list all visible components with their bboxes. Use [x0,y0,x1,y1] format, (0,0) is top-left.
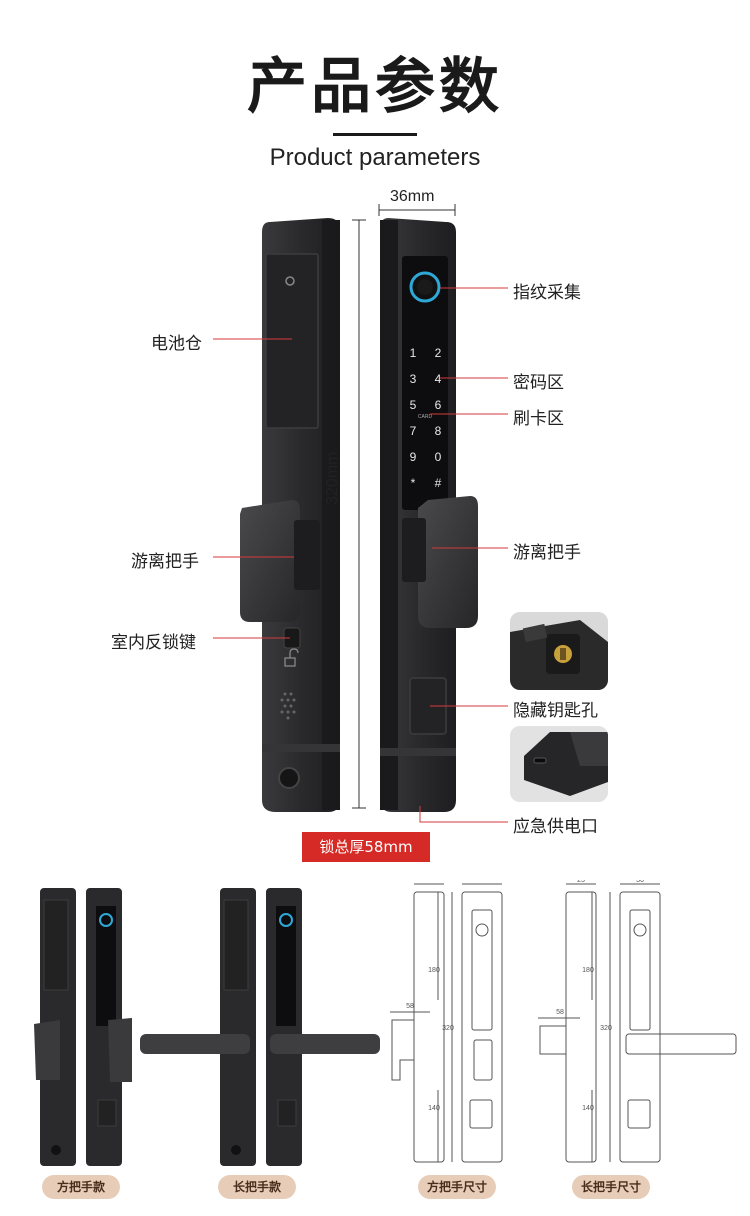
keypad-key-6: 6 [435,398,442,412]
drawing1-d25: 25 [425,880,433,882]
callout-hidden-key: 隐藏钥匙孔 [513,701,598,721]
variant-pill-square-size[interactable]: 方把手尺寸 [418,1175,496,1199]
keypad-key-5: 5 [410,398,417,412]
width-label: 36mm [390,188,435,205]
drawing1-d180: 180 [428,967,440,974]
drawing2-d140: 140 [582,1105,594,1112]
callout-card: 刷卡区 [513,409,564,429]
drawing-long-handle [538,883,737,1163]
card-icon: CARD [418,414,433,420]
callout-anti-lock: 室内反锁键 [111,633,196,653]
hidden-key-inset [510,612,608,690]
keypad-digits: 1 2 3 4 5 6 7 8 9 0 * # [410,346,442,490]
keypad-key-9: 9 [410,450,417,464]
callout-handle-right: 游离把手 [513,543,581,563]
drawing1-d58: 58 [406,1003,414,1010]
keypad-key-1: 1 [410,346,417,360]
drawing2-d320: 320 [600,1025,612,1032]
variant-pill-long-size[interactable]: 长把手尺寸 [572,1175,650,1199]
keypad-key-3: 3 [410,372,417,386]
keypad-key-2: 2 [435,346,442,360]
svg-text:CARD: CARD [418,414,433,420]
height-label: 320mm [324,451,341,505]
title-underline [333,133,417,136]
drawing1-d36: 36 [478,880,486,882]
callout-battery: 电池仓 [151,334,202,354]
callout-keypad: 密码区 [513,373,564,393]
page-subtitle: Product parameters [269,144,481,171]
drawing1-d140: 140 [428,1105,440,1112]
usb-port-inset [510,726,608,802]
keypad-key-7: 7 [410,424,417,438]
variant-long-handle [140,888,380,1166]
drawing1-d320: 320 [442,1025,454,1032]
height-dimension [352,219,366,809]
drawing2-d25: 25 [577,880,585,884]
callout-fingerprint: 指纹采集 [513,283,581,303]
callout-handle-left: 游离把手 [131,552,199,572]
keypad-key-4: 4 [435,372,442,386]
main-lock-illustration: 1 2 3 4 5 6 7 8 9 0 * # CARD [213,204,508,823]
keypad-key-#: # [435,476,442,490]
page-title: 产品参数 [247,52,503,122]
outside-lock-panel [380,218,478,812]
callout-usb: 应急供电口 [513,817,598,837]
variant-pill-square[interactable]: 方把手款 [42,1175,120,1199]
variant-pill-long[interactable]: 长把手款 [218,1175,296,1199]
variant-square-handle [34,888,132,1166]
speaker-grill [280,692,296,720]
thickness-badge: 锁总厚58mm [302,832,430,862]
inside-lock-panel [240,218,340,812]
drawing2-d36: 36 [636,880,644,884]
keypad-key-8: 8 [435,424,442,438]
unlock-icon [284,648,299,667]
variant-illustrations: 25 36 58 180 320 140 25 36 132 58 180 32… [34,880,737,1166]
drawing-square-handle [390,883,503,1163]
drawing2-d180: 180 [582,967,594,974]
drawing2-d58: 58 [556,1009,564,1016]
keypad-key-0: 0 [435,450,442,464]
width-dimension [378,204,456,216]
keypad-key-*: * [411,476,416,490]
